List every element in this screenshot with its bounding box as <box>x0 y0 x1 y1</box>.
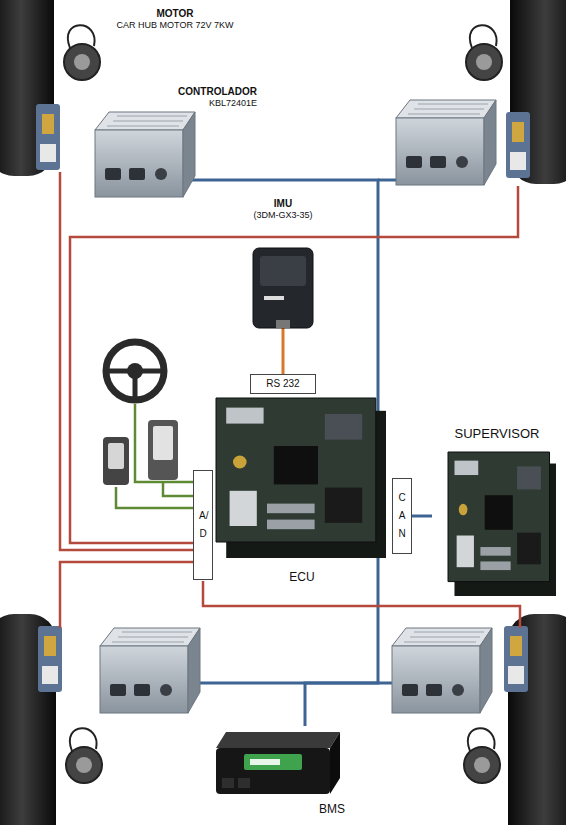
sensor-wire <box>60 172 193 550</box>
component-label: SUPERVISOR <box>454 426 539 442</box>
component-label: KBL72401E <box>209 98 257 109</box>
supervisor-pcb <box>448 452 556 596</box>
component-label: RS 232 <box>266 378 299 390</box>
bms-device <box>244 754 302 770</box>
imu-device <box>260 256 306 286</box>
sensor-wire <box>60 562 193 628</box>
pedal <box>103 437 129 485</box>
pedal <box>103 420 178 485</box>
pedal-wire <box>163 482 193 496</box>
supervisor-pcb <box>448 452 556 596</box>
motor-controller <box>392 628 492 713</box>
bus-connector <box>412 515 432 518</box>
component-label: CAR HUB MOTOR 72V 7KW <box>117 20 234 31</box>
component-label: IMU <box>274 198 292 210</box>
ecu-pcb <box>216 398 386 558</box>
can-port-box: CAN <box>392 478 412 554</box>
pedal-wire <box>116 487 193 508</box>
pedal <box>148 420 178 480</box>
can-bus-wire <box>378 179 396 182</box>
component-label: CAN <box>398 489 406 543</box>
pedal <box>153 426 173 460</box>
pedal-wire <box>135 404 193 482</box>
bms-unit: BMS <box>212 726 348 818</box>
imu-device <box>264 296 284 300</box>
component-label: CONTROLADOR <box>178 86 257 98</box>
pedal <box>108 443 124 469</box>
component-label: BMS <box>319 802 345 816</box>
bms-device <box>216 748 330 794</box>
wheel-sensor <box>36 104 530 692</box>
hub-motor <box>464 728 500 783</box>
ecu-board: ECU <box>214 396 390 586</box>
adc-port-box: A/D <box>193 470 213 580</box>
bms-device <box>216 732 340 794</box>
imu-sensor: IMU(3DM-GX3-35) <box>240 196 326 334</box>
wheel-sensor <box>36 104 60 170</box>
hub-motor <box>66 728 102 783</box>
supervisor-board: SUPERVISOR <box>432 424 562 602</box>
motor-controller <box>396 100 496 185</box>
serial-cable <box>282 328 285 334</box>
component-label: ECU <box>289 570 314 584</box>
imu-device <box>253 248 313 328</box>
bms-device <box>238 778 250 788</box>
wheel-sensor <box>38 626 62 692</box>
component-label: A/D <box>199 507 207 543</box>
bms-device <box>250 759 280 765</box>
motor-controller <box>95 100 496 713</box>
wheel-sensor <box>506 112 530 178</box>
hub-motor <box>64 25 502 783</box>
hub-motor <box>466 25 502 80</box>
motor-controller <box>95 112 195 197</box>
can-bus-wire <box>183 179 260 182</box>
steering-wheel <box>106 342 164 400</box>
motor-controller-unit: CONTROLADORKBL72401E <box>92 84 260 198</box>
ecu-pcb <box>216 398 386 558</box>
can-bus-wire <box>183 180 396 683</box>
steering-wheel <box>127 363 143 379</box>
hub-motor <box>64 25 100 80</box>
bms-device <box>222 778 234 788</box>
component-label: (3DM-GX3-35) <box>253 210 312 221</box>
motor-label: MOTORCAR HUB MOTOR 72V 7KW <box>100 6 250 33</box>
can-bus-wire <box>188 682 392 685</box>
steering-wheel <box>106 342 164 400</box>
wheel-sensor <box>504 626 528 692</box>
bus-connector <box>282 334 285 374</box>
bms-device <box>330 732 340 794</box>
imu-device <box>253 248 313 328</box>
bms-device <box>216 732 340 748</box>
serial-port-box: RS 232 <box>250 374 316 394</box>
imu-device <box>276 320 290 328</box>
motor-controller <box>100 628 200 713</box>
component-label: MOTOR <box>156 8 193 20</box>
